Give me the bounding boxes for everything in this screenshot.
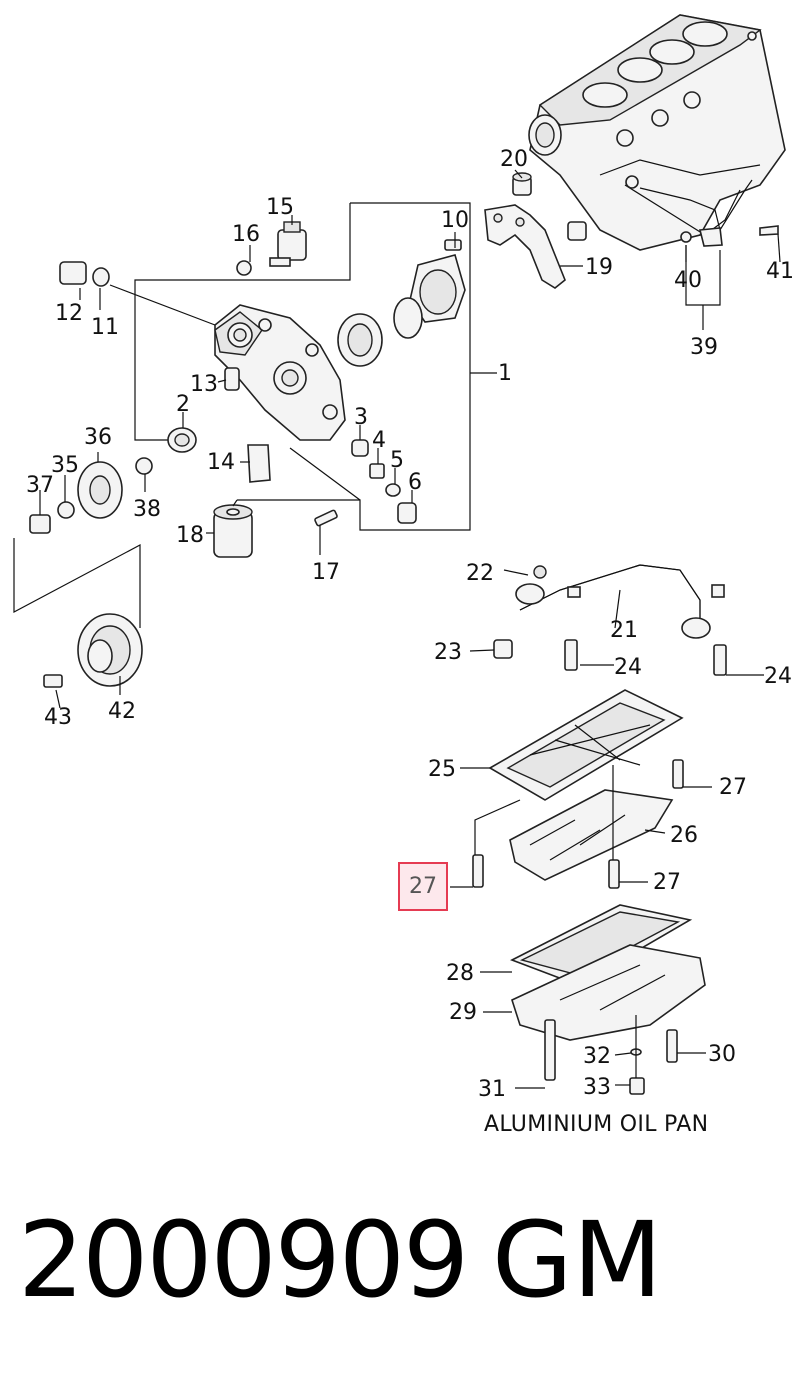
callout-27b: 27: [653, 870, 681, 895]
baffle-gasket: [472, 689, 684, 889]
callout-15: 15: [266, 195, 294, 220]
callout-20: 20: [500, 147, 528, 172]
callout-1: 1: [498, 361, 512, 386]
part-number: 2000909: [18, 1199, 469, 1321]
callout-38: 38: [133, 497, 161, 522]
callout-19: 19: [585, 255, 613, 280]
callout-12: 12: [55, 301, 83, 326]
callout-16: 16: [232, 222, 260, 247]
callout-4: 4: [372, 428, 386, 453]
diagram-caption: ALUMINIUM OIL PAN: [484, 1112, 709, 1137]
callout-18: 18: [176, 523, 204, 548]
callout-3: 3: [354, 405, 368, 430]
callout-28: 28: [446, 961, 474, 986]
callout-17: 17: [312, 560, 340, 585]
highlighted-callout-27[interactable]: 27: [409, 874, 437, 899]
callout-43: 43: [44, 705, 72, 730]
callout-2: 2: [176, 392, 190, 417]
bolt-17: [314, 509, 338, 527]
oil-pickup-tube: [493, 564, 727, 676]
callout-27a: 27: [719, 775, 747, 800]
aluminium-oil-pan: [510, 904, 706, 1095]
crank-sprocket: [29, 457, 153, 534]
crank-pulley: [13, 538, 143, 695]
callout-25: 25: [428, 757, 456, 782]
callout-40: 40: [674, 268, 702, 293]
highlight-box[interactable]: [398, 862, 448, 911]
callout-23: 23: [434, 640, 462, 665]
callout-33: 33: [583, 1075, 611, 1100]
callout-21: 21: [610, 618, 638, 643]
engine-block: [528, 14, 786, 251]
callout-32: 32: [583, 1044, 611, 1069]
callout-31: 31: [478, 1077, 506, 1102]
callout-41: 41: [766, 259, 794, 284]
part-13: [224, 367, 240, 391]
callout-29: 29: [449, 1000, 477, 1025]
callout-5: 5: [390, 448, 404, 473]
callout-26: 26: [670, 823, 698, 848]
callout-39: 39: [690, 335, 718, 360]
callout-36: 36: [84, 425, 112, 450]
pump-cover-gears: [337, 239, 466, 367]
oil-pump-housing: [214, 304, 346, 441]
callout-37: 37: [26, 473, 54, 498]
bushing-20: [512, 172, 587, 241]
callout-30: 30: [708, 1042, 736, 1067]
gasket-19: [484, 204, 583, 289]
oil-seal-2: [167, 427, 197, 453]
brand-name: GM: [492, 1199, 663, 1321]
callout-10: 10: [441, 208, 469, 233]
plug-12-11: [59, 261, 216, 326]
leader-lines: [39, 169, 781, 1089]
callout-24a: 24: [614, 655, 642, 680]
spring-14: [247, 444, 271, 483]
callout-11: 11: [91, 315, 119, 340]
callout-13: 13: [190, 372, 218, 397]
callout-6: 6: [408, 470, 422, 495]
callout-42: 42: [108, 699, 136, 724]
relief-valve-parts: [289, 439, 417, 524]
callout-24b: 24: [764, 664, 792, 689]
callout-22: 22: [466, 561, 494, 586]
oil-filter-18: [213, 499, 253, 558]
callout-14: 14: [207, 450, 235, 475]
oil-pressure-tube: [625, 175, 779, 330]
callout-35: 35: [51, 453, 79, 478]
